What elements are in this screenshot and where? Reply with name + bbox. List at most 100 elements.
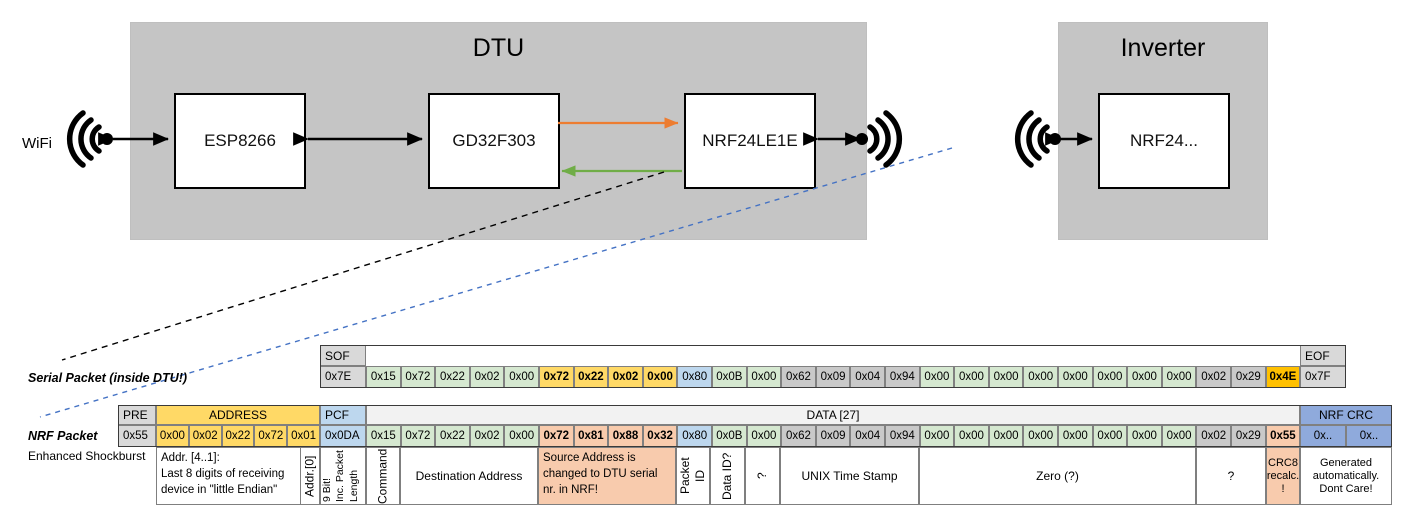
annotation-crc-generated: Generated automatically. Dont Care! bbox=[1300, 447, 1392, 505]
nrf-data-byte-15: 0x94 bbox=[885, 425, 920, 447]
serial-byte-12: 0x62 bbox=[781, 366, 816, 388]
annotation-source-address: Source Address is changed to DTU serial … bbox=[538, 447, 676, 505]
nrf-antenna-icon-inverter bbox=[1014, 110, 1061, 168]
annotation-unix-time-stamp: UNIX Time Stamp bbox=[780, 447, 919, 505]
nrf-data-byte-9: 0x80 bbox=[677, 425, 712, 447]
nrf-header-pcf: PCF bbox=[320, 405, 366, 425]
annotation-command: Command bbox=[366, 447, 400, 505]
nrf-data-byte-18: 0x00 bbox=[988, 425, 1024, 447]
annotation-address: Addr. [4..1]: Last 8 digits of receiving… bbox=[156, 447, 320, 505]
wifi-antenna-icon bbox=[66, 110, 113, 168]
serial-byte-5: 0x72 bbox=[539, 366, 574, 388]
nrf-data-byte-4: 0x00 bbox=[504, 425, 539, 447]
serial-byte-2: 0x22 bbox=[435, 366, 470, 388]
nrf-crc-byte-1: 0x.. bbox=[1346, 425, 1392, 447]
dtu-title: DTU bbox=[472, 34, 525, 62]
annotation-pcf-line3: Length bbox=[348, 448, 362, 504]
nrf-data-byte-12: 0x62 bbox=[781, 425, 816, 447]
serial-byte-22: 0x00 bbox=[1127, 366, 1162, 388]
serial-byte-14: 0x04 bbox=[850, 366, 885, 388]
nrf-pre-value: 0x55 bbox=[118, 425, 156, 447]
chip-gd32f303[interactable]: GD32F303 bbox=[428, 93, 560, 189]
nrf-data-byte-24: 0x02 bbox=[1196, 425, 1231, 447]
serial-byte-18: 0x00 bbox=[988, 366, 1024, 388]
serial-byte-3: 0x02 bbox=[469, 366, 505, 388]
serial-byte-9: 0x80 bbox=[677, 366, 712, 388]
nrf-address-byte-2: 0x22 bbox=[221, 425, 255, 447]
nrf-pcf-value: 0x0DA bbox=[320, 425, 366, 447]
annotation-question-vert: ? bbox=[745, 447, 780, 505]
serial-eof-value: 0x7F bbox=[1300, 366, 1346, 388]
nrf-address-byte-0: 0x00 bbox=[156, 425, 189, 447]
nrf-header-data: DATA [27] bbox=[366, 405, 1300, 425]
nrf-data-byte-25: 0x29 bbox=[1231, 425, 1266, 447]
serial-byte-15: 0x94 bbox=[885, 366, 920, 388]
serial-byte-8: 0x00 bbox=[642, 366, 678, 388]
serial-byte-17: 0x00 bbox=[954, 366, 989, 388]
nrf-address-byte-1: 0x02 bbox=[188, 425, 222, 447]
serial-byte-4: 0x00 bbox=[504, 366, 539, 388]
annotation-pcf: 9 Bit! Inc. Packet Length bbox=[320, 447, 366, 505]
nrf-data-byte-26: 0x55 bbox=[1265, 425, 1301, 447]
nrf-data-byte-23: 0x00 bbox=[1161, 425, 1197, 447]
annotation-destination-address: Destination Address bbox=[400, 447, 538, 505]
serial-eof-header: EOF bbox=[1300, 345, 1346, 366]
serial-byte-10: 0x0B bbox=[712, 366, 747, 388]
nrf-address-byte-3: 0x72 bbox=[254, 425, 288, 447]
nrf-header-address: ADDRESS bbox=[156, 405, 320, 425]
nrf-data-byte-21: 0x00 bbox=[1092, 425, 1128, 447]
nrf-crc-byte-0: 0x.. bbox=[1300, 425, 1346, 447]
serial-byte-7: 0x02 bbox=[608, 366, 643, 388]
nrf-header-crc: NRF CRC bbox=[1300, 405, 1392, 425]
serial-byte-21: 0x00 bbox=[1092, 366, 1128, 388]
serial-byte-16: 0x00 bbox=[919, 366, 955, 388]
nrf-data-byte-13: 0x09 bbox=[815, 425, 851, 447]
serial-byte-26: 0x4E bbox=[1265, 366, 1301, 388]
nrf-data-byte-22: 0x00 bbox=[1127, 425, 1162, 447]
serial-packet-label: Serial Packet (inside DTU!) bbox=[28, 371, 188, 385]
serial-sof-value: 0x7E bbox=[320, 366, 366, 388]
nrf-data-byte-1: 0x72 bbox=[400, 425, 436, 447]
nrf-data-byte-19: 0x00 bbox=[1023, 425, 1058, 447]
serial-byte-24: 0x02 bbox=[1196, 366, 1231, 388]
nrf-data-byte-7: 0x88 bbox=[608, 425, 643, 447]
nrf-data-byte-17: 0x00 bbox=[954, 425, 989, 447]
serial-byte-13: 0x09 bbox=[815, 366, 851, 388]
nrf-data-byte-20: 0x00 bbox=[1058, 425, 1093, 447]
nrf-address-byte-4: 0x01 bbox=[287, 425, 320, 447]
serial-byte-23: 0x00 bbox=[1161, 366, 1197, 388]
serial-byte-19: 0x00 bbox=[1023, 366, 1058, 388]
chip-nrf24le1e[interactable]: NRF24LE1E bbox=[684, 93, 816, 189]
annotation-question: ? bbox=[1196, 447, 1266, 505]
wifi-label: WiFi bbox=[22, 135, 52, 152]
serial-byte-6: 0x22 bbox=[573, 366, 609, 388]
nrf-data-byte-0: 0x15 bbox=[366, 425, 401, 447]
nrf-data-byte-11: 0x00 bbox=[746, 425, 782, 447]
nrf-data-byte-2: 0x22 bbox=[435, 425, 470, 447]
enhanced-shockburst-label: Enhanced Shockburst bbox=[28, 449, 146, 463]
serial-byte-20: 0x00 bbox=[1058, 366, 1093, 388]
nrf-data-byte-8: 0x32 bbox=[642, 425, 678, 447]
chip-esp8266[interactable]: ESP8266 bbox=[174, 93, 306, 189]
serial-byte-25: 0x29 bbox=[1231, 366, 1266, 388]
annotation-crc8: CRC8 recalc. ! bbox=[1266, 447, 1300, 505]
serial-byte-0: 0x15 bbox=[366, 366, 401, 388]
annotation-data-id: Data ID? bbox=[710, 447, 745, 505]
nrf-data-byte-14: 0x04 bbox=[850, 425, 885, 447]
annotation-addr0: Addr.[0] bbox=[300, 447, 320, 505]
nrf-packet-label: NRF Packet bbox=[28, 429, 98, 443]
inverter-title: Inverter bbox=[1120, 34, 1206, 62]
nrf-data-byte-16: 0x00 bbox=[919, 425, 955, 447]
annotation-pcf-line1: 9 Bit! bbox=[321, 448, 334, 504]
annotation-packet-id: Packet ID bbox=[676, 447, 710, 505]
serial-byte-1: 0x72 bbox=[400, 366, 436, 388]
nrf-data-byte-5: 0x72 bbox=[539, 425, 574, 447]
serial-sof-header: SOF bbox=[320, 345, 366, 366]
nrf-data-byte-3: 0x02 bbox=[469, 425, 505, 447]
annotation-pcf-line2: Inc. Packet bbox=[334, 448, 348, 504]
chip-nrf24[interactable]: NRF24... bbox=[1098, 93, 1230, 189]
serial-byte-11: 0x00 bbox=[746, 366, 782, 388]
annotation-zero: Zero (?) bbox=[919, 447, 1196, 505]
nrf-data-byte-10: 0x0B bbox=[712, 425, 747, 447]
